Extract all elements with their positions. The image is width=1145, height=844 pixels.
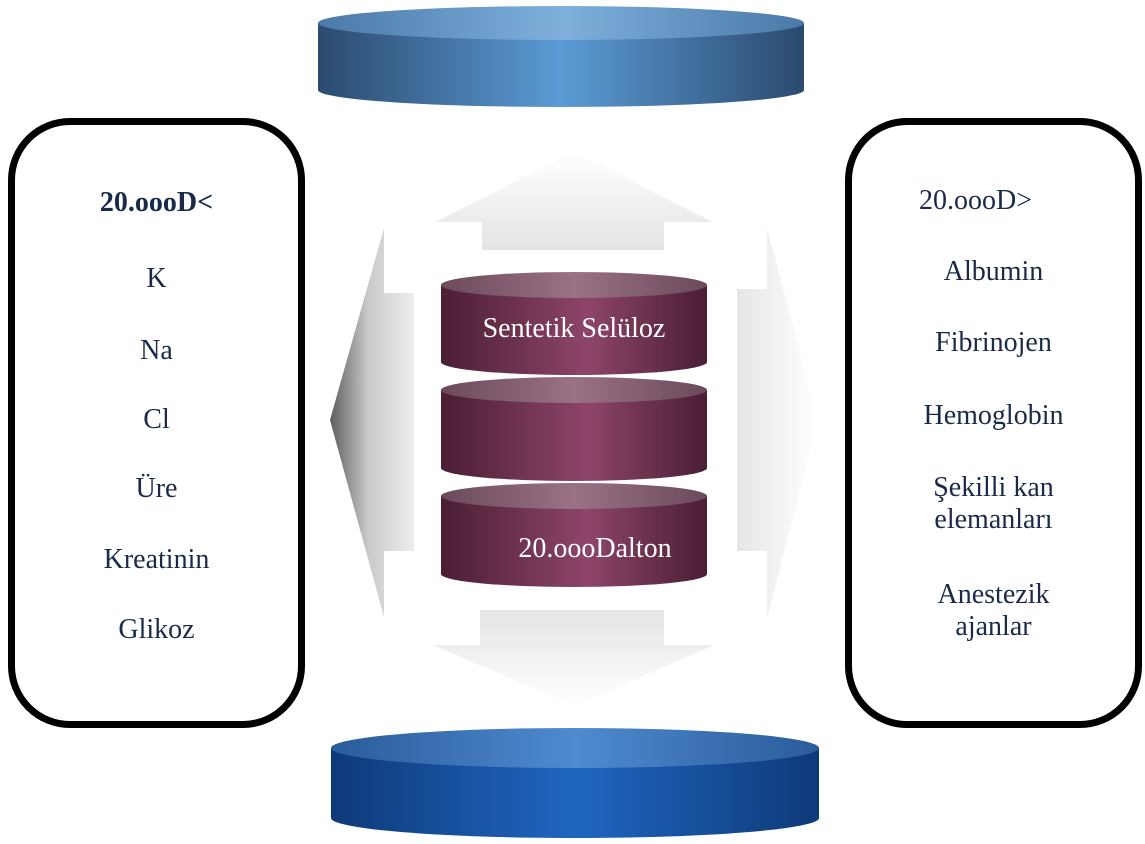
arrow-up-icon: [435, 152, 713, 250]
top-disk: [318, 6, 804, 107]
list-item: Na: [140, 335, 173, 366]
panel-heading: 20.oooD<: [99, 187, 214, 218]
membrane-stack: [441, 272, 707, 587]
large-molecules-panel: 20.oooD> Albumin Fibrinojen Hemoglobin Ş…: [845, 118, 1142, 728]
arrow-right-icon: [737, 228, 818, 619]
stack-disk-bottom: [441, 483, 707, 587]
list-item: Şekilli kan elemanları: [933, 472, 1054, 535]
list-item: Cl: [143, 404, 170, 435]
arrow-down-icon: [433, 610, 714, 706]
arrow-left-icon: [330, 228, 414, 617]
list-item: Albumin: [943, 256, 1044, 287]
stack-disk-top: [441, 272, 707, 375]
list-item: Hemoglobin: [923, 400, 1064, 431]
membrane-label: Sentetik Selüloz: [482, 313, 666, 344]
small-molecules-panel: 20.oooD< K Na Cl Üre Kreatinin Glikoz: [8, 118, 305, 728]
panel-heading: 20.oooD>: [918, 185, 1032, 216]
four-way-arrow: [330, 152, 818, 706]
list-item: Üre: [135, 473, 178, 504]
bottom-disk: [331, 728, 819, 838]
list-item: Fibrinojen: [935, 327, 1052, 358]
list-item: Glikoz: [118, 614, 195, 645]
list-item: Kreatinin: [103, 544, 210, 575]
stack-disk-middle: [441, 377, 707, 481]
list-item: K: [146, 263, 167, 294]
list-item: Anestezik ajanlar: [937, 579, 1050, 642]
pore-size-label: 20.oooDalton: [518, 533, 672, 564]
